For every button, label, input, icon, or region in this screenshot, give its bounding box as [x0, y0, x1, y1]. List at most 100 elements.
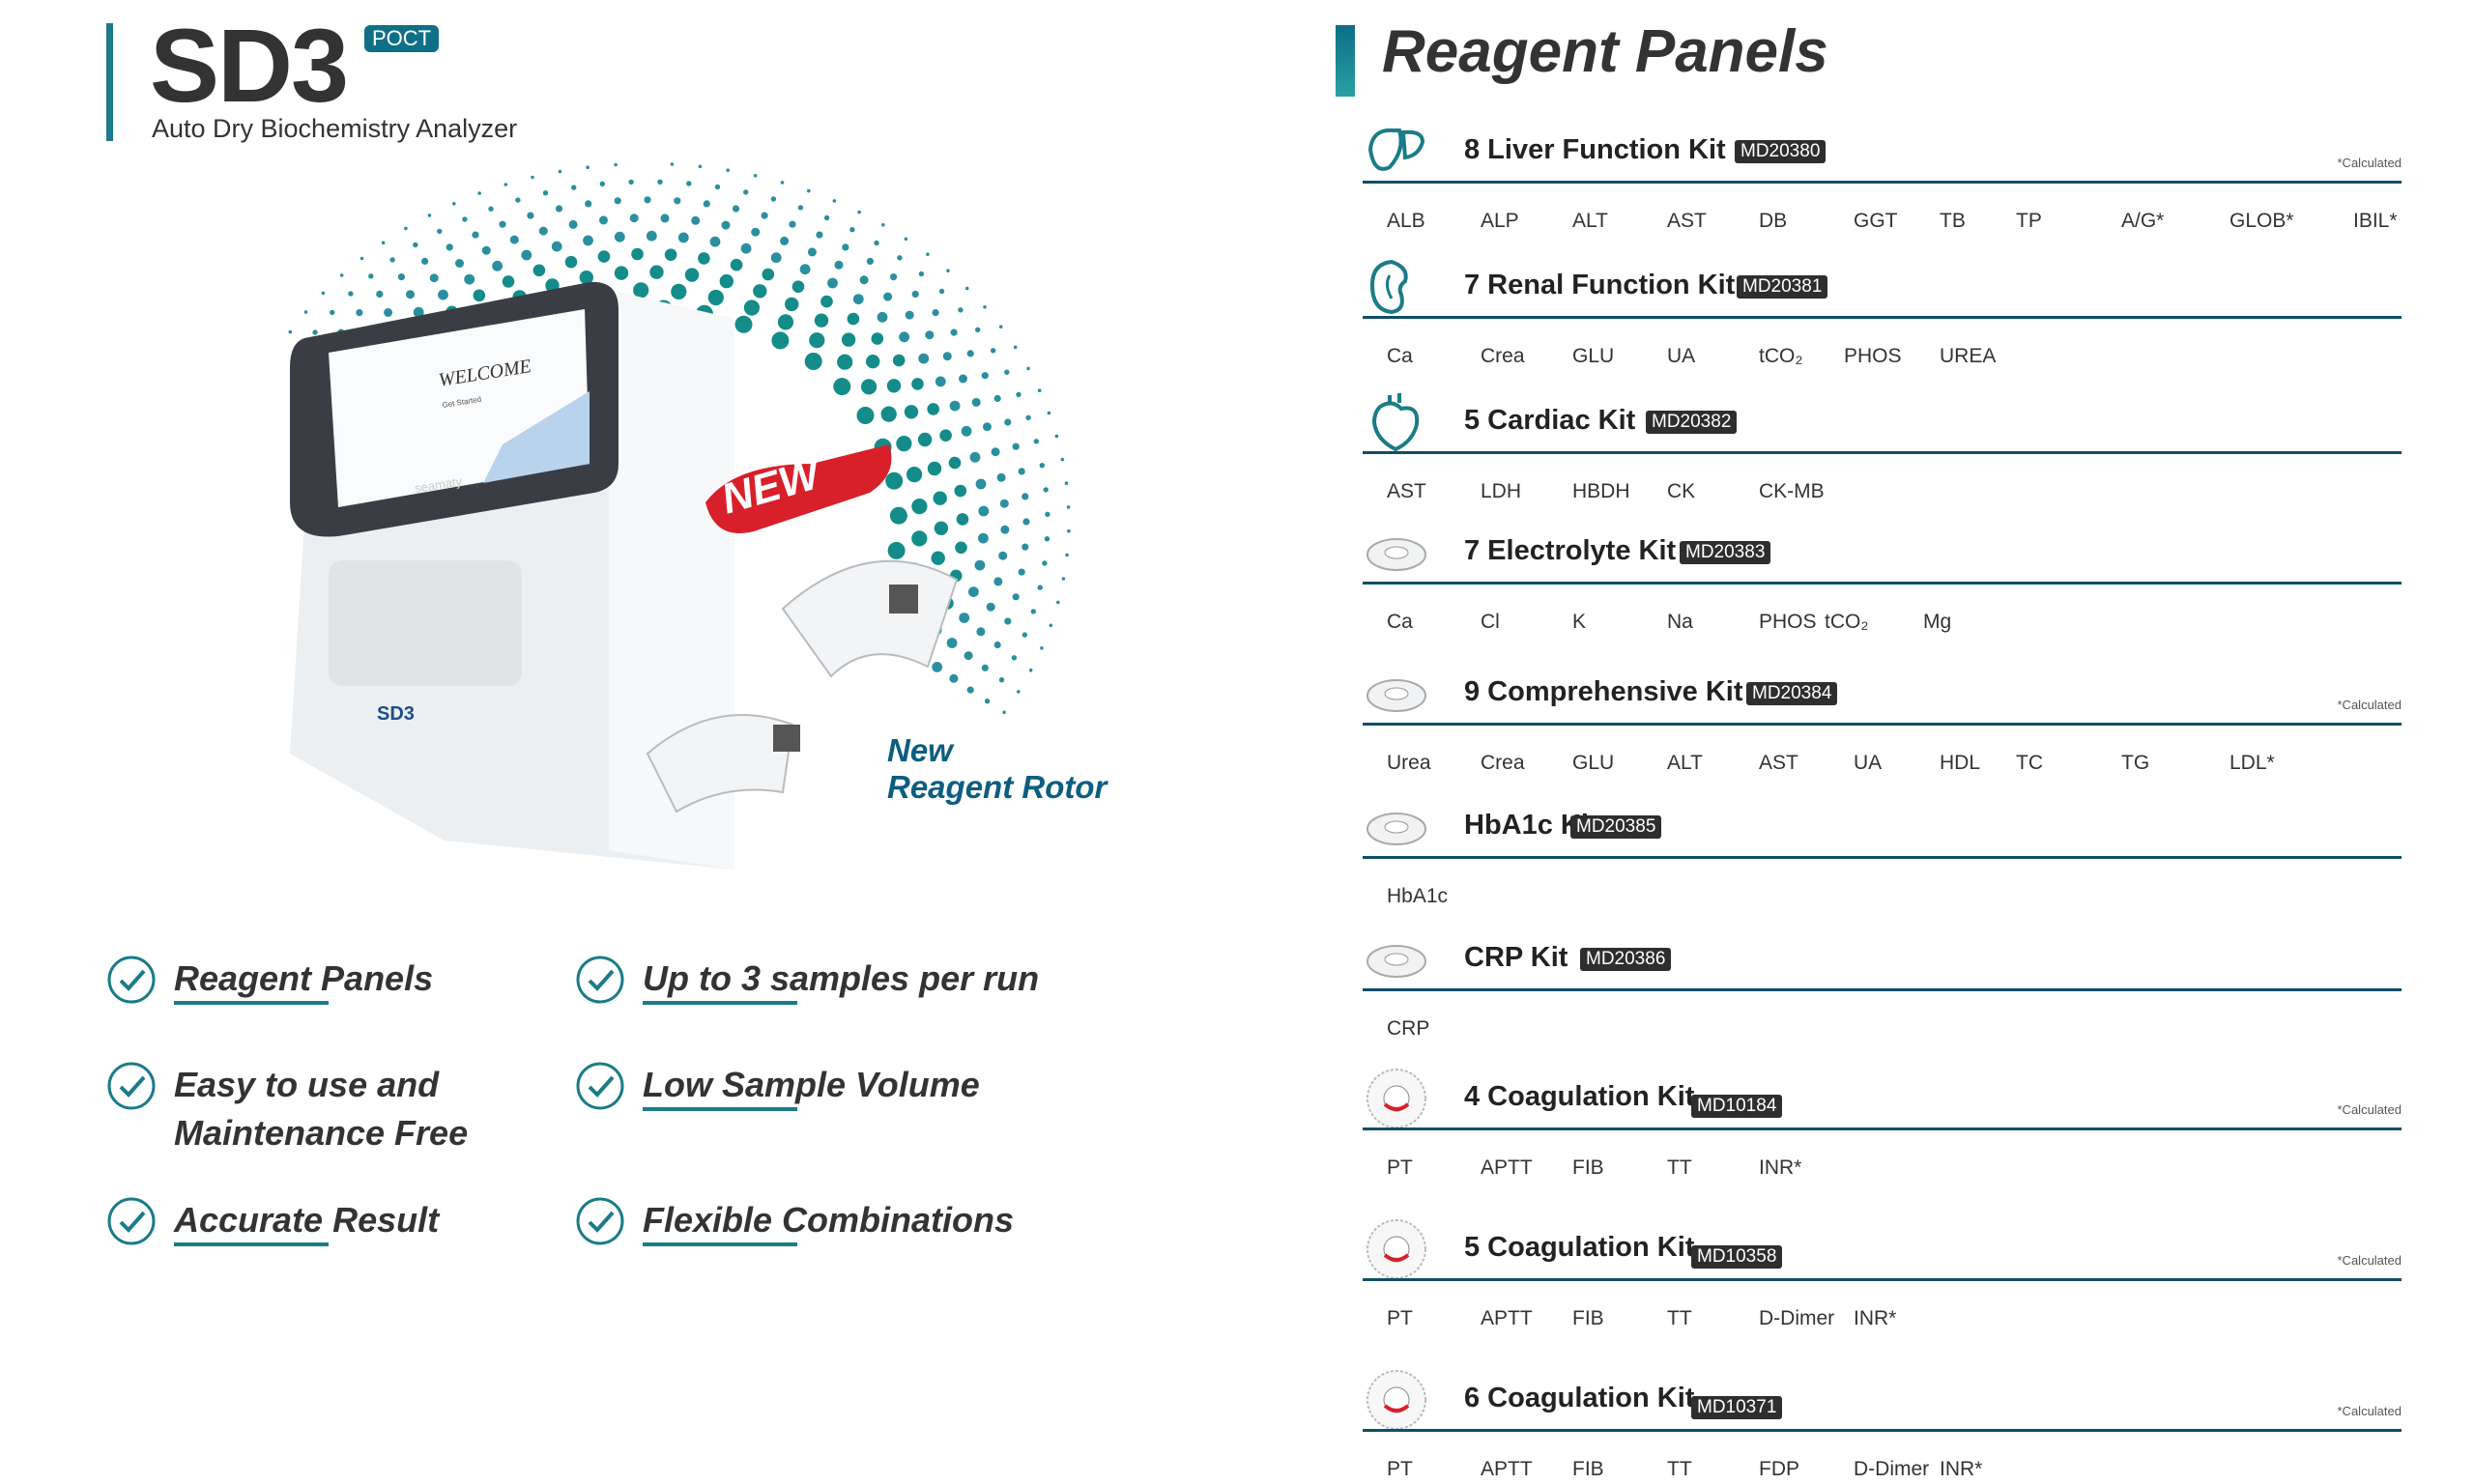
halo-dot: [413, 242, 418, 248]
halo-dot: [933, 491, 947, 505]
kit-test-item: PHOS: [1759, 611, 1817, 633]
halo-dot: [1018, 568, 1025, 576]
halo-dot: [905, 310, 914, 320]
halo-dot: [964, 651, 973, 661]
kit-divider: [1363, 856, 2402, 859]
halo-dot: [502, 275, 515, 288]
halo-dot: [1061, 577, 1066, 581]
halo-dot: [899, 331, 909, 343]
halo-dot: [969, 451, 981, 463]
halo-dot: [515, 197, 521, 203]
halo-dot: [686, 181, 692, 186]
halo-dot: [503, 183, 508, 186]
halo-dot: [983, 422, 992, 432]
rotor-qr-code: [889, 585, 918, 614]
halo-dot: [932, 662, 943, 672]
kit-name: 7 Electrolyte Kit: [1464, 535, 1677, 566]
halo-dot: [978, 532, 989, 544]
kit-test-item: FIB: [1572, 1156, 1604, 1179]
halo-dot: [1021, 543, 1029, 551]
halo-dot: [814, 313, 829, 328]
halo-dot: [942, 352, 952, 361]
halo-dot: [770, 252, 782, 264]
halo-dot: [852, 294, 864, 304]
halo-dot: [791, 280, 805, 293]
halo-dot: [599, 215, 608, 225]
kit-test-item: TG: [2121, 752, 2150, 774]
halo-dot: [932, 309, 939, 317]
halo-dot: [356, 309, 363, 317]
kit-test-item: K: [1572, 611, 1587, 633]
halo-dot: [339, 273, 344, 277]
halo-dot: [312, 329, 318, 335]
halo-dot: [948, 456, 962, 470]
halo-dot: [823, 214, 830, 221]
poct-badge: POCT: [364, 25, 440, 52]
halo-dot: [1056, 600, 1060, 605]
halo-dot: [1040, 646, 1044, 650]
halo-dot: [597, 250, 611, 263]
halo-dot: [542, 190, 549, 196]
halo-dot: [931, 551, 945, 565]
halo-dot: [926, 252, 930, 256]
halo-dot: [966, 686, 974, 694]
halo-dot: [1054, 434, 1059, 439]
halo-dot: [532, 264, 546, 277]
halo-dot: [726, 168, 730, 172]
halo-dot: [614, 231, 625, 243]
halo-dot: [360, 256, 364, 261]
halo-dot: [1013, 345, 1018, 350]
kit-divider: [1363, 988, 2402, 991]
halo-dot: [1030, 609, 1036, 614]
halo-dot: [1039, 463, 1045, 469]
halo-dot: [762, 268, 775, 281]
halo-dot: [998, 325, 1003, 328]
halo-dot: [946, 269, 950, 272]
halo-dot: [866, 355, 880, 369]
halo-dot: [671, 283, 687, 300]
feature-label: Accurate Result: [174, 1200, 440, 1240]
halo-dot: [492, 260, 503, 271]
kit-test-item: TC: [2016, 752, 2043, 774]
halo-dot: [740, 243, 752, 254]
halo-dot: [954, 484, 967, 498]
halo-dot: [376, 290, 384, 298]
kit-test-item: TT: [1667, 1458, 1692, 1480]
halo-dot: [918, 271, 925, 277]
halo-dot: [1045, 511, 1050, 517]
kit-divider: [1363, 723, 2402, 726]
check-circle-icon: [107, 956, 156, 1004]
feature-label-line2: Maintenance Free: [174, 1113, 469, 1153]
feature-label: Reagent Panels: [174, 958, 434, 998]
calculated-note: *Calculated: [2337, 698, 2402, 712]
kit-test-item: A/G*: [2121, 210, 2165, 232]
halo-dot: [880, 406, 897, 422]
kit-code-badge: MD10371: [1691, 1396, 1783, 1419]
kit-test-item: PT: [1387, 1156, 1413, 1179]
halo-dot: [381, 241, 386, 245]
halo-dot: [464, 273, 475, 285]
halo-dot: [859, 275, 869, 285]
halo-dot: [664, 248, 677, 261]
calculated-note: *Calculated: [2337, 1253, 2402, 1268]
halo-dot: [734, 315, 753, 333]
halo-dot: [646, 230, 657, 242]
halo-dot: [1065, 553, 1069, 557]
halo-dot: [807, 188, 811, 193]
halo-dot: [1037, 388, 1042, 392]
rotor-icon: [1363, 663, 1430, 725]
halo-dot: [703, 200, 710, 208]
halo-dot: [488, 206, 494, 212]
halo-dot: [698, 164, 703, 169]
kit-test-item: AST: [1759, 752, 1798, 774]
kit-code-badge: MD20384: [1746, 682, 1838, 705]
kit-code-badge: MD20380: [1735, 140, 1827, 163]
halo-dot: [698, 252, 710, 265]
rotor-icon: [1363, 522, 1430, 584]
halo-dot: [629, 214, 639, 223]
halo-dot: [897, 255, 903, 261]
